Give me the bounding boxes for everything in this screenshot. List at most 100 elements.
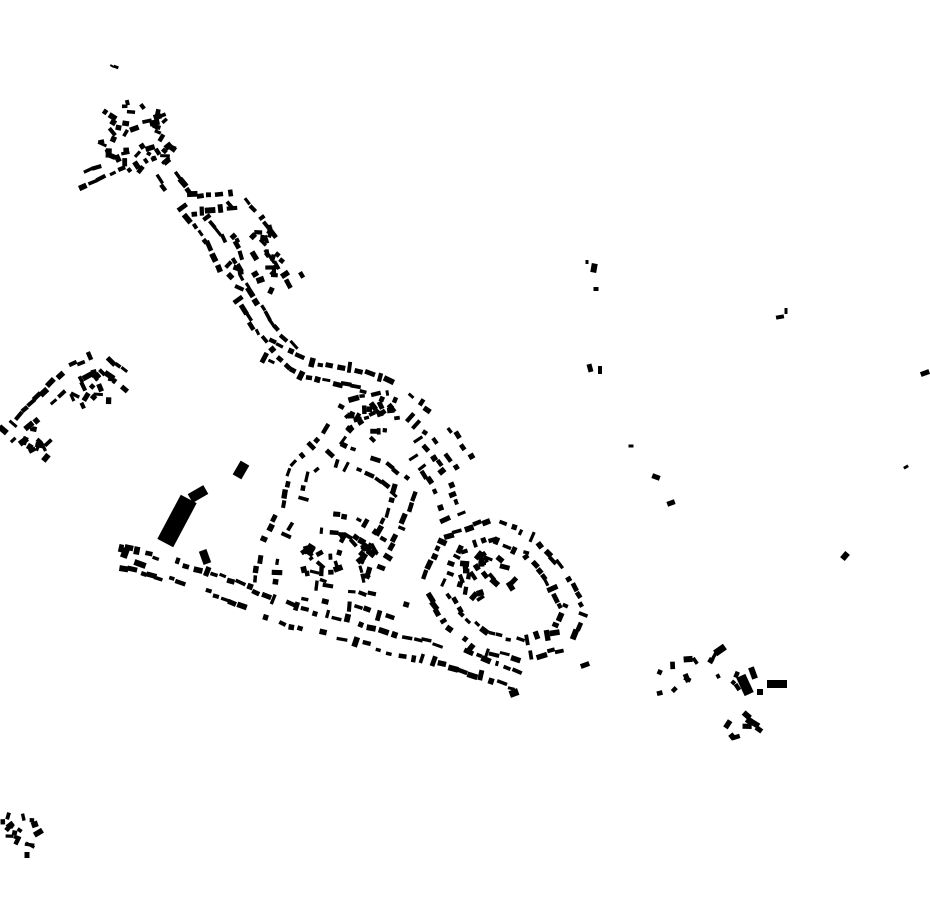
building	[122, 158, 128, 167]
building	[79, 381, 88, 392]
building	[31, 426, 38, 433]
building	[554, 648, 565, 655]
building	[370, 390, 382, 398]
building	[379, 517, 386, 525]
building	[246, 321, 256, 332]
building	[543, 629, 551, 642]
building	[258, 214, 266, 222]
building	[715, 673, 721, 680]
building	[362, 605, 372, 613]
building	[556, 602, 563, 610]
building	[212, 593, 220, 599]
building	[367, 590, 377, 597]
building	[748, 666, 758, 680]
building	[331, 615, 342, 622]
building	[380, 408, 387, 416]
building	[670, 661, 676, 670]
building	[243, 197, 251, 206]
building	[11, 830, 18, 836]
building	[44, 376, 56, 389]
building	[569, 628, 580, 641]
building	[452, 553, 461, 560]
building	[294, 352, 306, 361]
building	[757, 689, 763, 695]
building	[528, 531, 536, 543]
building	[202, 213, 212, 222]
building	[551, 592, 560, 604]
building	[453, 430, 462, 440]
building	[296, 625, 304, 632]
building	[9, 436, 17, 444]
building	[174, 578, 187, 587]
building	[285, 467, 292, 477]
building	[35, 437, 43, 445]
building	[105, 355, 117, 367]
building	[208, 219, 217, 229]
building	[159, 183, 168, 192]
building	[298, 271, 306, 279]
building	[324, 448, 336, 459]
building	[418, 653, 425, 664]
building	[24, 852, 30, 858]
building	[555, 611, 565, 623]
building	[351, 533, 360, 542]
building	[502, 543, 512, 551]
building	[362, 639, 372, 647]
building	[320, 422, 331, 435]
building	[522, 550, 530, 555]
building	[314, 580, 319, 591]
building	[118, 565, 129, 573]
building	[260, 236, 266, 242]
building	[122, 129, 129, 138]
building	[355, 467, 363, 473]
building	[305, 374, 313, 381]
building	[126, 565, 138, 573]
building	[311, 610, 319, 617]
building	[139, 102, 146, 111]
building	[437, 466, 447, 476]
building	[481, 518, 492, 527]
building	[109, 170, 117, 177]
building	[353, 368, 364, 375]
building	[107, 126, 117, 137]
building	[382, 552, 394, 562]
building	[160, 147, 168, 155]
building	[336, 364, 346, 371]
building	[13, 835, 22, 846]
building	[297, 495, 310, 502]
building	[69, 393, 76, 402]
building	[565, 575, 573, 583]
building	[516, 636, 526, 643]
building	[473, 550, 484, 561]
building	[251, 588, 261, 597]
building	[419, 469, 429, 480]
building	[384, 612, 396, 621]
building	[25, 442, 34, 451]
building	[480, 655, 492, 665]
building	[271, 267, 277, 275]
building	[443, 452, 453, 463]
building	[298, 451, 306, 460]
building	[656, 690, 663, 697]
building	[261, 591, 273, 601]
building	[160, 154, 170, 158]
building	[347, 589, 356, 594]
building	[144, 144, 156, 152]
building	[85, 351, 94, 361]
building	[271, 569, 283, 576]
building	[154, 129, 162, 135]
building	[324, 609, 331, 619]
building	[683, 655, 693, 663]
building	[20, 813, 26, 821]
building	[153, 575, 163, 582]
building	[318, 628, 328, 636]
building	[446, 426, 453, 434]
building	[322, 582, 334, 589]
building	[248, 204, 258, 213]
building	[357, 536, 367, 546]
building	[509, 545, 518, 556]
building	[93, 371, 102, 380]
building	[214, 191, 224, 197]
building	[391, 467, 400, 476]
building	[107, 375, 115, 382]
